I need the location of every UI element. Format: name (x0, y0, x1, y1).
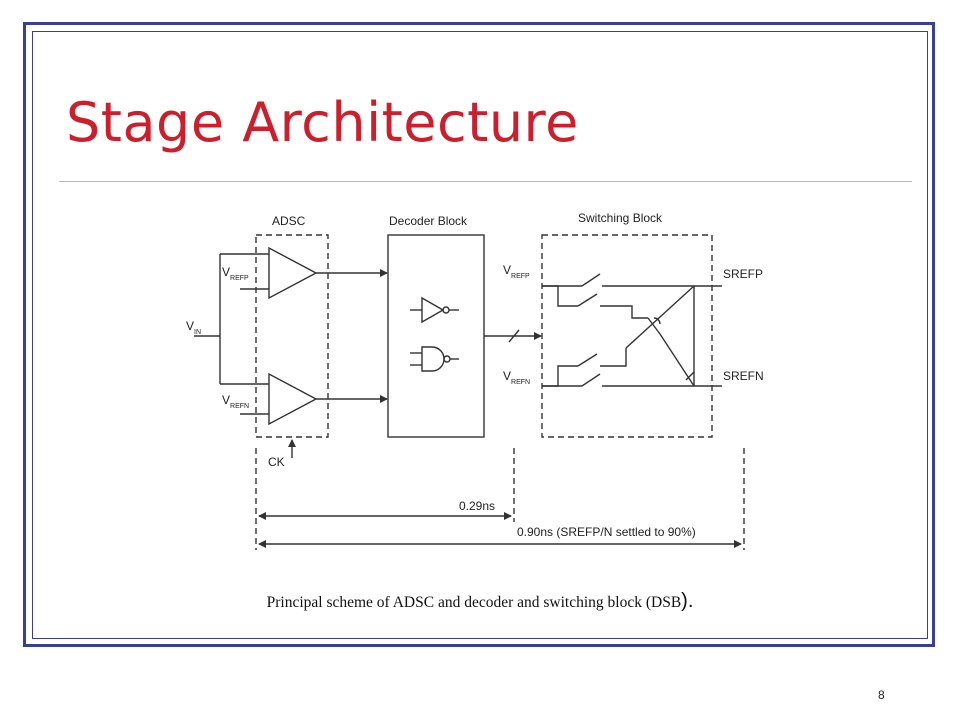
ck-label: CK (268, 455, 285, 469)
srefp-label: SREFP (723, 267, 763, 281)
slide-title: Stage Architecture (66, 91, 579, 154)
decoder-block-box (387, 234, 485, 438)
adsc-box (255, 234, 329, 438)
inverter-gate (421, 296, 445, 324)
comparator-bottom (268, 372, 318, 426)
vin-label: VIN (186, 319, 201, 336)
slide-frame-inner (32, 31, 928, 639)
slide-frame-outer (23, 22, 935, 647)
switching-vrefn-label: VREFN (503, 369, 530, 386)
srefn-label: SREFN (723, 369, 764, 383)
switching-block-box (541, 234, 713, 438)
vrefn-label: VREFN (222, 393, 249, 410)
comparator-top (268, 246, 318, 300)
adsc-label: ADSC (272, 214, 306, 228)
caption-tail: ). (681, 590, 694, 612)
vrefp-label: VREFP (222, 265, 249, 282)
nand-gate (421, 346, 445, 372)
caption-text: Principal scheme of ADSC and decoder and… (266, 594, 682, 611)
switching-vrefp-label: VREFP (503, 263, 530, 280)
diagram-caption: Principal scheme of ADSC and decoder and… (0, 590, 960, 613)
switching-block-label: Switching Block (578, 211, 663, 225)
timing-short-label: 0.29ns (459, 499, 495, 513)
decoder-block-label: Decoder Block (389, 214, 468, 228)
page-number: 8 (878, 688, 885, 702)
title-divider (59, 181, 912, 182)
timing-long-label: 0.90ns (SREFP/N settled to 90%) (517, 525, 696, 539)
stage-architecture-diagram: ADSC Decoder Block Switching Block VIN V… (186, 211, 764, 550)
